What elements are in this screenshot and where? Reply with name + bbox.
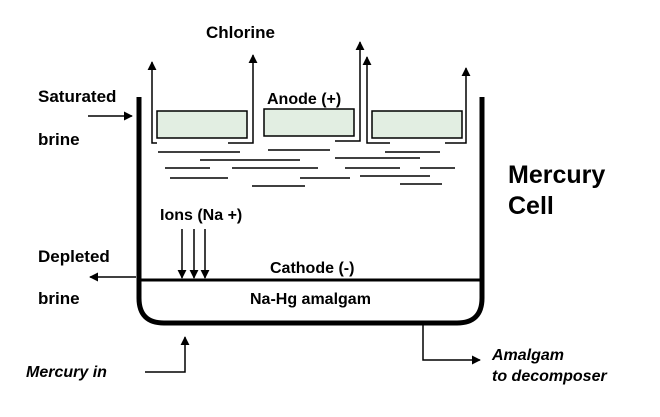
mercury-in-label: Mercury in	[26, 364, 107, 381]
cathode-label: Cathode (-)	[270, 260, 354, 277]
anode-1	[147, 54, 258, 144]
saturated-brine-label: brine	[38, 130, 80, 149]
anode-3	[362, 56, 471, 144]
depleted-label: Depleted	[38, 247, 110, 266]
anode-2-lead	[335, 41, 365, 142]
anode-2	[263, 41, 365, 142]
anode-3-right-lead	[445, 67, 471, 144]
anode-3-left-lead	[362, 56, 390, 144]
saturated-label: Saturated	[38, 87, 116, 106]
mercury-cell-title-line2: Cell	[508, 192, 554, 220]
anode-1-plate	[156, 110, 248, 139]
brine-lines	[158, 149, 455, 187]
cell-vessel	[136, 97, 485, 326]
amalgam-out-label-line2: to decomposer	[492, 368, 607, 385]
ions-label: Ions (Na +)	[160, 207, 242, 224]
amalgam-out-label-line1: Amalgam	[491, 347, 564, 364]
amalgam-label: Na-Hg amalgam	[250, 291, 371, 308]
anode-2-plate	[263, 108, 355, 137]
mercury-in-arrow	[145, 336, 190, 373]
ion-arrows	[177, 229, 210, 279]
anode-1-left-lead	[151, 122, 157, 144]
anode-3-plate	[371, 110, 463, 139]
anode-1-right-lead	[228, 54, 258, 144]
depleted-brine-label: brine	[38, 289, 80, 308]
mercury-cell-title-line1: Mercury	[508, 161, 605, 189]
chlorine-label: Chlorine	[206, 23, 275, 42]
anode-label: Anode (+)	[267, 91, 341, 108]
amalgam-out-arrow	[422, 325, 481, 365]
